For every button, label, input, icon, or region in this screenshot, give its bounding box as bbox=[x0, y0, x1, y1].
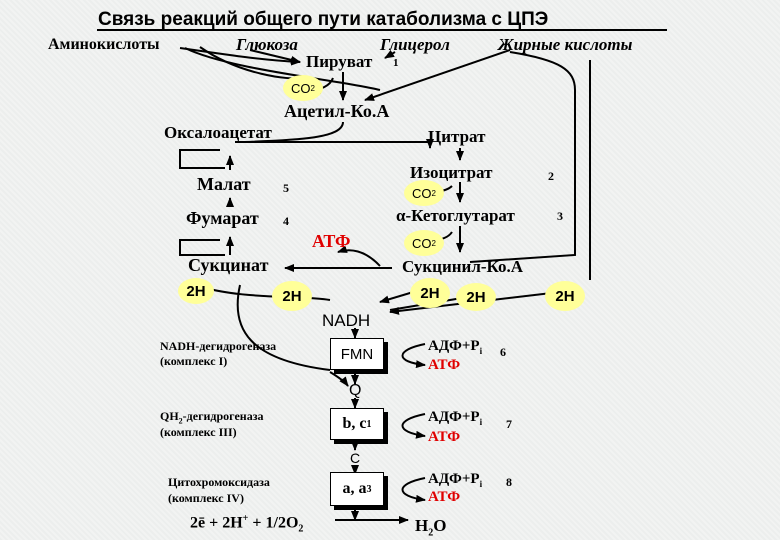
step-number-4: 4 bbox=[283, 214, 289, 228]
arrow-atp-out bbox=[337, 245, 381, 267]
complex-1-label: (комплекс I) bbox=[160, 354, 228, 368]
label-glucose: Глюкоза bbox=[236, 35, 298, 54]
label-succinate: Сукцинат bbox=[188, 255, 269, 275]
co2-label: CO bbox=[412, 235, 432, 251]
co2-subscript: 2 bbox=[310, 83, 315, 93]
adp-text: АДФ+Р bbox=[428, 409, 480, 425]
atp-label-3: АТФ bbox=[428, 489, 461, 505]
step-number-5: 5 bbox=[283, 181, 289, 195]
step-number-6: 6 bbox=[500, 345, 506, 359]
co2-label: CO bbox=[412, 185, 432, 201]
adp-sub: i bbox=[479, 346, 483, 356]
step-number-2: 2 bbox=[548, 169, 554, 183]
step-number-7: 7 bbox=[506, 417, 512, 431]
adp-sub: i bbox=[479, 479, 483, 489]
label-atp-cycle: АТФ bbox=[312, 231, 351, 251]
label-citrate: Цитрат bbox=[428, 127, 486, 146]
arrow-fatty-acetyl bbox=[364, 49, 511, 101]
label-alpha-ketoglutarate: α-Кетоглутарат bbox=[396, 206, 515, 225]
label-succinyl-coa: Сукцинил-Ко.А bbox=[402, 257, 524, 276]
arrow-adp-atp-1 bbox=[401, 343, 426, 369]
atp-label-1: АТФ bbox=[428, 357, 461, 373]
adp-text: АДФ+Р bbox=[428, 471, 480, 487]
water-o: O bbox=[433, 516, 447, 535]
loop-succinate bbox=[179, 239, 225, 256]
loop-malate bbox=[179, 149, 225, 169]
arrow-oxalo-citrate bbox=[235, 139, 434, 149]
complex-3-name: QH2-дегидрогеназа bbox=[160, 410, 264, 425]
adp-sub: i bbox=[479, 417, 483, 427]
label-isocitrate: Изоцитрат bbox=[410, 163, 493, 182]
label-pyruvate: Пируват bbox=[306, 52, 373, 71]
water-sub: 2 bbox=[428, 527, 434, 539]
arrow-glucose-pyruvate bbox=[249, 49, 301, 64]
step-number-8: 8 bbox=[506, 475, 512, 489]
step-number-1: 1 bbox=[393, 57, 399, 69]
line-amino-right bbox=[469, 51, 576, 263]
circle-2h-succinate: 2H bbox=[178, 278, 214, 304]
equation-sup: + bbox=[242, 513, 249, 524]
circle-2h-malate: 2H bbox=[272, 281, 312, 311]
equation-reactants: 2ē + 2H+ + 1/2O2 bbox=[190, 514, 303, 535]
complex-3-name-b: -дегидрогеназа bbox=[182, 409, 264, 423]
bc1-sub: 1 bbox=[366, 418, 372, 430]
equation-part-1: 2ē + 2H bbox=[190, 514, 243, 532]
label-water: H2O bbox=[415, 517, 446, 538]
adp-label-3: АДФ+Рi bbox=[428, 472, 482, 489]
complex-1-name: NADH-дегидрогеназа bbox=[160, 339, 277, 353]
complex-3-label: (комплекс III) bbox=[160, 425, 237, 439]
label-nadh: NADH bbox=[322, 311, 371, 330]
atp-label-2: АТФ bbox=[428, 429, 461, 445]
complex-3-name-a: QH bbox=[160, 409, 179, 423]
label-malate: Малат bbox=[197, 174, 251, 194]
line-2h-fad bbox=[236, 284, 331, 371]
co2-subscript: 2 bbox=[431, 238, 436, 248]
line-amino-acetyl bbox=[184, 47, 381, 91]
circle-2h-succinyl: 2H bbox=[410, 278, 450, 308]
complex-4-name: Цитохромоксидаза bbox=[168, 475, 270, 489]
adp-label-2: АДФ+Рi bbox=[428, 410, 482, 427]
step-number-3: 3 bbox=[557, 209, 563, 223]
equation-sub: 2 bbox=[298, 523, 304, 535]
adp-label-1: АДФ+Рi bbox=[428, 339, 482, 356]
equation-part-2: + 1/2O bbox=[248, 514, 299, 532]
aa3-sub: 3 bbox=[366, 483, 372, 495]
adp-text: АДФ+Р bbox=[428, 338, 480, 354]
label-cytochrome-c: C bbox=[350, 450, 361, 466]
aa3-label: a, a bbox=[342, 480, 367, 497]
bc1-label: b, c bbox=[342, 415, 367, 432]
label-acetyl-coa: Ацетил-Ко.А bbox=[284, 101, 390, 121]
label-oxaloacetate: Оксалоацетат bbox=[164, 123, 272, 142]
complex-4-label: (комплекс IV) bbox=[168, 491, 244, 505]
circle-2h-isocitrate: 2H bbox=[545, 281, 585, 311]
label-fumarate: Фумарат bbox=[186, 208, 259, 228]
co2-subscript: 2 bbox=[431, 188, 436, 198]
label-amino-acids: Аминокислоты bbox=[48, 36, 160, 53]
complex-3-name-sub: 2 bbox=[178, 416, 183, 426]
circle-2h-akg: 2H bbox=[456, 283, 496, 311]
arrow-fad-q bbox=[329, 371, 349, 387]
box-fmn: FMN bbox=[330, 338, 384, 370]
arrow-amino-pyruvate bbox=[179, 47, 301, 66]
label-fatty-acids: Жирные кислоты bbox=[498, 35, 633, 54]
arrow-adp-atp-3 bbox=[401, 477, 426, 503]
label-q: Q bbox=[349, 382, 362, 399]
label-glycerol: Глицерол bbox=[380, 35, 450, 54]
water-h: H bbox=[415, 516, 429, 535]
arrow-adp-atp-2 bbox=[401, 413, 426, 439]
page-title: Связь реакций общего пути катаболизма с … bbox=[98, 9, 549, 30]
arrow-glycerol-pyruvate bbox=[384, 49, 396, 59]
co2-label: CO bbox=[291, 80, 311, 96]
